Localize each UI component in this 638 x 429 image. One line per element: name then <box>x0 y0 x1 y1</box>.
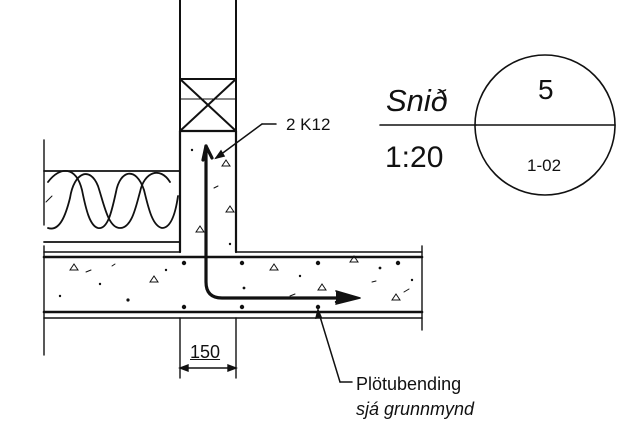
concrete-wall <box>178 129 238 254</box>
note-leader <box>314 307 353 383</box>
slab-bar-dots <box>181 260 401 310</box>
title-block <box>379 54 616 196</box>
concrete-hatch <box>69 159 410 301</box>
rebar-callout: 2 K12 <box>286 115 331 134</box>
timber-wall <box>179 0 237 132</box>
insulation <box>43 139 181 243</box>
concrete-slab <box>42 245 424 356</box>
rebar <box>201 144 361 305</box>
note-line-1: Plötubending <box>356 374 462 394</box>
rebar-leader <box>214 123 277 160</box>
dimension-line <box>178 317 238 379</box>
section-title: Snið <box>386 83 449 118</box>
dimension-label: 150 <box>190 342 221 362</box>
concrete-dots <box>58 148 414 304</box>
note-line-2: sjá grunnmynd <box>356 399 475 419</box>
sheet-reference: 1-02 <box>527 156 562 175</box>
section-number: 5 <box>538 74 554 105</box>
scale-label: 1:20 <box>385 141 444 174</box>
